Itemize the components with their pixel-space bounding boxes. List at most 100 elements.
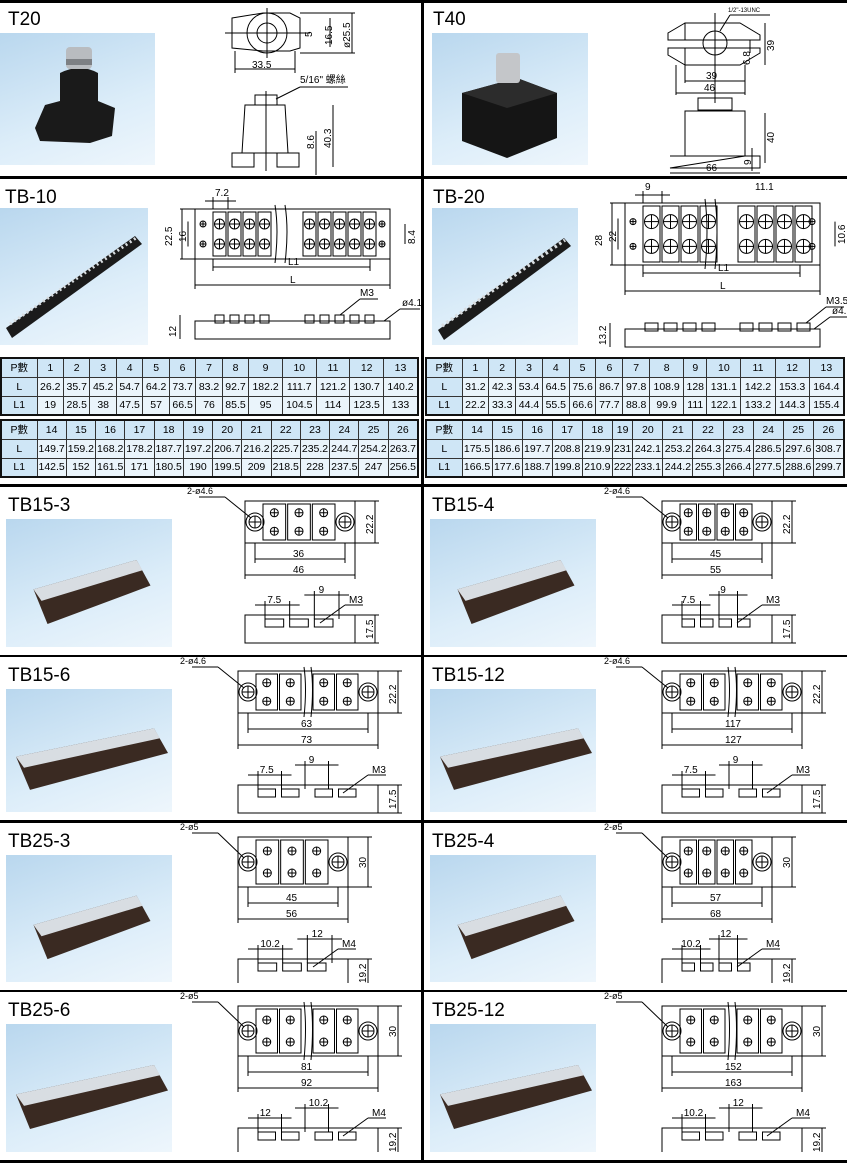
- table-cell: 253.2: [662, 438, 694, 459]
- table-cell: 31.2: [461, 376, 490, 397]
- table-col-header: 23: [722, 419, 754, 440]
- table-col-header: 2: [62, 357, 91, 378]
- divider-row2: [0, 484, 847, 487]
- product-photo: [6, 855, 172, 982]
- table-cell: 99.9: [649, 395, 685, 416]
- dim-inner-height: 16: [178, 230, 189, 242]
- dim-height: 30: [812, 1025, 823, 1037]
- table-cell: 177.6: [491, 457, 523, 478]
- table-cell: 19: [36, 395, 64, 416]
- product-title: TB25-6: [8, 1000, 71, 1021]
- dim-height: 30: [782, 856, 793, 868]
- dim-screw: M3: [360, 288, 374, 299]
- dim-height: 22.2: [812, 684, 823, 704]
- dim-length: 33.5: [252, 60, 272, 71]
- dim-hole: 2-ø4.6: [604, 487, 630, 496]
- dim-slot: 6.8: [742, 51, 753, 65]
- dim-l: L: [290, 275, 296, 286]
- dim-l: L: [720, 281, 726, 292]
- table-cell: 256.5: [387, 457, 419, 478]
- table-col-header: 1: [36, 357, 64, 378]
- dim-inner: 45: [286, 893, 298, 904]
- table-cell: 33.3: [488, 395, 517, 416]
- dim-outer: 163: [725, 1078, 742, 1089]
- table-col-header: 21: [662, 419, 694, 440]
- table-col-header: 20: [212, 419, 243, 440]
- table-cell: 64.2: [142, 376, 170, 397]
- table-cell: 26.2: [36, 376, 64, 397]
- table-cell: 222: [611, 457, 634, 478]
- table-col-header: 19: [182, 419, 214, 440]
- dim-depth: 39: [766, 39, 777, 51]
- row-label: L1: [425, 395, 463, 416]
- divider-row1: [0, 176, 847, 179]
- table-cell: 76: [195, 395, 223, 416]
- table-col-header: 15: [65, 419, 97, 440]
- row-label: L1: [0, 457, 38, 478]
- dim-outer: 73: [301, 735, 313, 746]
- dim-hole: 2-ø5: [180, 992, 199, 1001]
- table-cell: 199.8: [551, 457, 583, 478]
- table-cell: 263.7: [387, 438, 419, 459]
- dim-screw: M3.5: [826, 296, 847, 307]
- table-cell: 108.9: [649, 376, 685, 397]
- table-col-header: 25: [358, 419, 389, 440]
- table-cell: 299.7: [812, 457, 845, 478]
- dim-outer: 46: [704, 83, 716, 94]
- dim-outer: 56: [286, 909, 298, 920]
- product-photo: [430, 689, 596, 812]
- dim-screw: 5/16" 螺絲: [300, 73, 346, 86]
- t20-drawing: 5 16.5 ø25.5 33.5 5/16" 螺絲 8.6 40.3: [225, 8, 355, 175]
- dim-pitch-a: 7.5: [684, 765, 698, 776]
- table-cell: 64.5: [541, 376, 570, 397]
- dim-pitch-b: 12: [733, 1098, 745, 1109]
- product-t20: T20 5 16.5 ø25.5 33.5 5/16" 螺絲 8.6 40.3: [0, 3, 421, 176]
- divider-row3: [0, 655, 847, 657]
- table-cell: 166.5: [461, 457, 493, 478]
- table-cell: 121.2: [315, 376, 351, 397]
- table-col-header: 23: [299, 419, 331, 440]
- table-col-header: 24: [329, 419, 360, 440]
- dim-side-height: 12: [168, 325, 179, 337]
- table-cell: 47.5: [115, 395, 144, 416]
- table-cell: 180.5: [153, 457, 184, 478]
- table-col-header: 11: [315, 357, 351, 378]
- table-cell: 171: [124, 457, 155, 478]
- dim-inner-height: 22: [608, 230, 619, 242]
- table-cell: 28.5: [62, 395, 91, 416]
- product-title: TB25-4: [432, 831, 495, 852]
- product-t40: T40 1/2"-13UNC 39 6.8 39 46 40 9 66: [424, 3, 847, 176]
- table-cell: 266.4: [722, 457, 754, 478]
- dim-hole: ø4.7: [832, 306, 847, 317]
- table-cell: 199.5: [212, 457, 243, 478]
- table-cell: 97.8: [622, 376, 651, 397]
- dim-pitch-a: 7.5: [260, 765, 274, 776]
- table-cell: 123.5: [349, 395, 384, 416]
- table-cell: 244.7: [329, 438, 360, 459]
- table-col-header: 17: [551, 419, 583, 440]
- dim-side-height: 17.5: [388, 789, 399, 809]
- table-col-header: 26: [387, 419, 419, 440]
- dim-inner: 39: [706, 71, 718, 82]
- table-cell: 228: [299, 457, 331, 478]
- dim-inner: 117: [725, 719, 741, 730]
- table-col-header: 17: [124, 419, 155, 440]
- table-col-header: 10: [706, 357, 742, 378]
- table-header-label: P數: [425, 419, 463, 440]
- table-col-header: 14: [461, 419, 493, 440]
- dim-pitch: 9: [645, 182, 651, 193]
